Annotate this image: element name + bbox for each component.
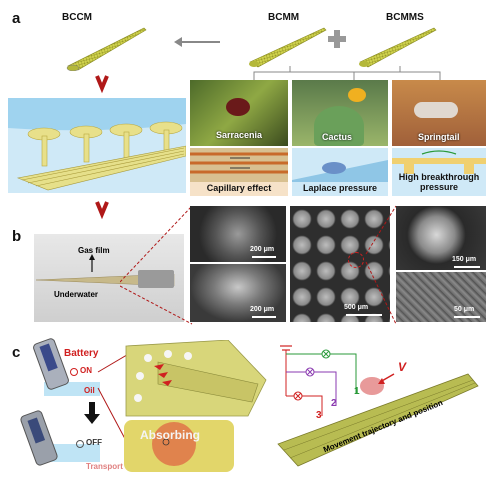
header-bccm: BCCM bbox=[62, 12, 92, 23]
label-v: V bbox=[398, 360, 407, 374]
label-absorbing: Absorbing bbox=[140, 428, 200, 442]
cone-bccm bbox=[66, 27, 147, 71]
photo-label-cactus: Cactus bbox=[322, 132, 353, 142]
bracket-lines bbox=[253, 66, 441, 80]
label-transport: Transport bbox=[86, 462, 123, 471]
sem-image-2: 200 μm bbox=[190, 264, 286, 322]
cactus-body bbox=[314, 106, 364, 146]
cactus-flower bbox=[348, 88, 366, 102]
sem-scale-label-1: 200 μm bbox=[250, 246, 275, 253]
sem-scale-bar-3 bbox=[346, 314, 382, 316]
label-n1: 1 bbox=[354, 386, 360, 397]
sem-scale-label-3: 500 μm bbox=[344, 304, 369, 311]
zoom-lines-b2 bbox=[365, 205, 397, 325]
header-bcmms: BCMMS bbox=[386, 12, 424, 23]
label-n2: 2 bbox=[331, 398, 337, 409]
battery-device-off bbox=[20, 410, 58, 466]
photo-sarracenia: Sarracenia bbox=[190, 80, 288, 146]
sem-highlight-circle bbox=[348, 252, 364, 268]
red-arrow-down-2 bbox=[95, 201, 109, 220]
switch-off-icon bbox=[76, 440, 84, 448]
black-arrow-down bbox=[84, 402, 100, 424]
photo-springtail: Springtail bbox=[392, 80, 486, 146]
structure-illustration bbox=[8, 98, 186, 193]
label-off: OFF bbox=[86, 438, 102, 447]
label-gas-film: Gas film bbox=[78, 246, 110, 255]
sem-scale-bar-1 bbox=[252, 256, 276, 258]
sem-image-1: 200 μm bbox=[190, 206, 286, 262]
label-underwater: Underwater bbox=[54, 290, 99, 299]
mech-laplace: Laplace pressure bbox=[292, 148, 388, 196]
sem-scale-bar-4 bbox=[454, 266, 480, 268]
sem-scale-label-4: 150 μm bbox=[452, 256, 477, 263]
panel-label-b: b bbox=[12, 228, 22, 245]
mech-breakthrough: High breakthrough pressure bbox=[392, 148, 486, 196]
sem-scale-label-2: 200 μm bbox=[250, 306, 275, 313]
capillary-diagram bbox=[190, 148, 288, 182]
photo-label-springtail: Springtail bbox=[418, 132, 460, 142]
underwater-photo: Gas film Underwater bbox=[34, 234, 184, 322]
plus-icon bbox=[328, 30, 346, 48]
header-bcmm: BCMM bbox=[268, 12, 300, 23]
sem-image-5: 50 μm bbox=[396, 272, 486, 322]
panel-label-c: c bbox=[12, 344, 21, 361]
flower-shape bbox=[226, 98, 250, 116]
mech-label-capillary: Capillary effect bbox=[206, 183, 272, 193]
mech-label-breakthrough: High breakthrough pressure bbox=[398, 172, 480, 192]
label-on: ON bbox=[80, 366, 92, 375]
sem-scale-bar-2 bbox=[252, 316, 276, 318]
zoom-illustration-c bbox=[124, 340, 267, 472]
switch-on-icon bbox=[70, 368, 78, 376]
photo-cactus: Cactus bbox=[292, 80, 388, 146]
sem-scale-bar-5 bbox=[454, 316, 480, 318]
photo-label-sarracenia: Sarracenia bbox=[216, 130, 263, 140]
red-arrow-down-1 bbox=[95, 75, 109, 94]
cone-bcmm bbox=[249, 27, 327, 68]
zoom-lines-b bbox=[120, 205, 193, 325]
mech-label-laplace: Laplace pressure bbox=[302, 183, 378, 193]
sem-image-4: 150 μm bbox=[396, 206, 486, 270]
label-battery: Battery bbox=[64, 348, 99, 359]
mech-capillary: Capillary effect bbox=[190, 148, 288, 196]
label-oil: Oil bbox=[84, 386, 95, 395]
battery-device-on bbox=[33, 338, 69, 390]
sem-scale-label-5: 50 μm bbox=[454, 306, 475, 313]
label-n3: 3 bbox=[316, 410, 322, 421]
springtail-body bbox=[414, 102, 458, 118]
sem-image-3: 500 μm bbox=[290, 206, 390, 322]
underwater-cone bbox=[35, 254, 175, 288]
breakthrough-diagram bbox=[392, 150, 486, 174]
oil-region-bottom bbox=[44, 444, 100, 462]
laplace-diagram bbox=[292, 160, 388, 182]
cone-bcmms bbox=[359, 27, 437, 68]
arrow-left bbox=[174, 37, 220, 47]
circuit-diagram bbox=[277, 345, 479, 467]
panel-label-a: a bbox=[12, 10, 21, 27]
